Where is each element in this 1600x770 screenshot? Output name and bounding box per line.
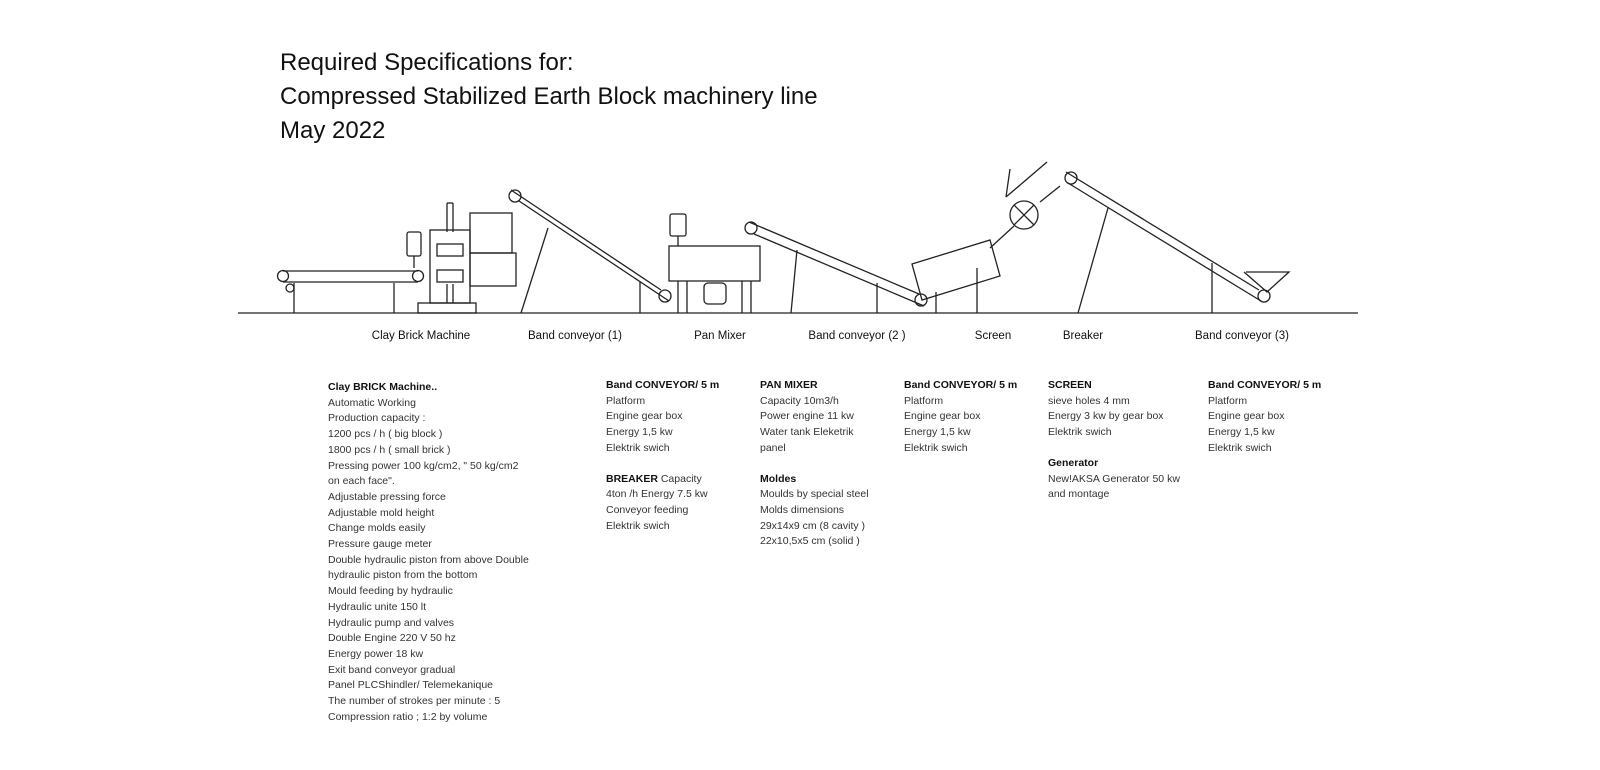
spec-line: 1200 pcs / h ( big block ) bbox=[328, 428, 443, 441]
spec-line: Platform bbox=[904, 394, 944, 407]
spec-heading-rest: Capacity bbox=[657, 472, 702, 485]
spec-line: Energy 3 kw by gear box bbox=[1048, 410, 1164, 423]
spec-line: Panel PLCShindler/ Telemekanique bbox=[328, 679, 493, 692]
spec-line: Elektrik swich bbox=[904, 441, 968, 454]
spec-line: 22x10,5x5 cm (solid ) bbox=[760, 535, 860, 548]
spec-line: Engine gear box bbox=[904, 410, 981, 423]
spec-line: New!AKSA Generator 50 kw bbox=[1048, 472, 1180, 485]
spec-heading: Band CONVEYOR/ 5 m bbox=[904, 379, 1018, 391]
spec-line: on each face". bbox=[328, 475, 395, 488]
spec-line: Energy 1,5 kw bbox=[904, 426, 971, 439]
spec-line: Hydraulic unite 150 lt bbox=[328, 600, 427, 613]
spec-line: Pressure gauge meter bbox=[328, 538, 432, 551]
machinery-line-diagram bbox=[238, 161, 1358, 314]
spec-line: Double Engine 220 V 50 hz bbox=[328, 632, 456, 645]
spec-line: Engine gear box bbox=[1208, 410, 1285, 423]
exit-conveyor bbox=[276, 269, 425, 313]
spec-line: Adjustable mold height bbox=[328, 506, 435, 519]
spec-line: Change molds easily bbox=[328, 522, 426, 535]
spec-line: Elektrik swich bbox=[606, 441, 670, 454]
pan-mixer bbox=[668, 213, 761, 313]
spec-line: The number of strokes per minute : 5 bbox=[328, 695, 501, 708]
spec-conveyor-2: Band CONVEYOR/ 5 m Platform Engine gear … bbox=[904, 378, 1017, 457]
spec-pan-mixer: PAN MIXER Capacity 10m3/h Power engine 1… bbox=[760, 378, 869, 550]
spec-line: Engine gear box bbox=[606, 410, 683, 423]
spec-heading: PAN MIXER bbox=[760, 379, 818, 391]
spec-line: Production capacity : bbox=[328, 412, 426, 425]
spec-line: Elektrik swich bbox=[1048, 426, 1112, 439]
spec-line: Water tank Eleketrik bbox=[760, 426, 854, 439]
spec-line: Platform bbox=[1208, 394, 1248, 407]
spec-line: Energy 1,5 kw bbox=[606, 426, 673, 439]
spec-line: hydraulic piston from the bottom bbox=[328, 569, 478, 582]
spec-conveyor-1: Band CONVEYOR/ 5 m Platform Engine gear … bbox=[606, 378, 719, 534]
document-title: Required Specifications for: Compressed … bbox=[280, 46, 818, 148]
label-clay-brick-machine: Clay Brick Machine bbox=[371, 330, 471, 342]
spec-line: Adjustable pressing force bbox=[328, 490, 446, 503]
spec-heading: Generator bbox=[1048, 456, 1099, 469]
spec-line: Power engine 11 kw bbox=[760, 410, 854, 423]
spec-line: 1800 pcs / h ( small brick ) bbox=[328, 443, 451, 456]
spec-line: sieve holes 4 mm bbox=[1048, 394, 1130, 407]
spec-line: Double hydraulic piston from above Doubl… bbox=[328, 553, 529, 566]
spec-line: Elektrik swich bbox=[606, 519, 670, 532]
band-conveyor-1 bbox=[508, 189, 672, 314]
spec-heading: Band CONVEYOR/ 5 m bbox=[606, 379, 720, 391]
spec-line: Elektrik swich bbox=[1208, 441, 1272, 454]
spec-line: Exit band conveyor gradual bbox=[328, 663, 456, 676]
spec-line: Energy power 18 kw bbox=[328, 647, 424, 660]
label-band-conveyor-1: Band conveyor (1) bbox=[528, 330, 622, 342]
breaker-machine bbox=[989, 161, 1061, 249]
spec-heading: BREAKER bbox=[606, 472, 658, 485]
spec-line: Energy 1,5 kw bbox=[1208, 426, 1275, 439]
spec-line: Automatic Working bbox=[328, 396, 416, 409]
spec-line: 4ton /h Energy 7.5 kw bbox=[606, 488, 708, 501]
label-breaker: Breaker bbox=[1062, 330, 1104, 342]
spec-heading: Moldes bbox=[760, 472, 797, 485]
spec-line: Pressing power 100 kg/cm2, " 50 kg/cm2 bbox=[328, 459, 519, 472]
spec-line: Mould feeding by hydraulic bbox=[328, 585, 453, 598]
spec-line: Conveyor feeding bbox=[606, 503, 689, 516]
title-line-3: May 2022 bbox=[280, 117, 386, 144]
spec-heading: Clay BRICK Machine.. bbox=[328, 381, 438, 393]
spec-line: and montage bbox=[1048, 488, 1110, 501]
spec-line: 29x14x9 cm (8 cavity ) bbox=[760, 519, 866, 532]
band-conveyor-3 bbox=[1064, 171, 1291, 314]
spec-heading: Band CONVEYOR/ 5 m bbox=[1208, 379, 1322, 391]
band-conveyor-2 bbox=[744, 221, 928, 314]
label-pan-mixer: Pan Mixer bbox=[694, 330, 746, 342]
spec-clay-brick-machine: Clay BRICK Machine.. Automatic Working P… bbox=[328, 380, 529, 725]
spec-conveyor-3: Band CONVEYOR/ 5 m Platform Engine gear … bbox=[1208, 378, 1321, 457]
spec-line: Capacity 10m3/h bbox=[760, 394, 839, 407]
label-band-conveyor-3: Band conveyor (3) bbox=[1195, 330, 1289, 342]
label-band-conveyor-2: Band conveyor (2 ) bbox=[808, 330, 906, 342]
title-line-2: Compressed Stabilized Earth Block machin… bbox=[280, 83, 818, 110]
breaker-spec-heading: BREAKER Capacity bbox=[606, 472, 719, 488]
clay-brick-machine bbox=[406, 202, 517, 314]
label-screen: Screen bbox=[974, 330, 1012, 342]
screen-machine bbox=[911, 239, 1001, 313]
spec-line: Compression ratio ; 1:2 by volume bbox=[328, 710, 488, 723]
spec-line: Moulds by special steel bbox=[760, 488, 869, 501]
spec-heading: SCREEN bbox=[1048, 379, 1092, 391]
spec-line: Hydraulic pump and valves bbox=[328, 616, 455, 629]
spec-line: Molds dimensions bbox=[760, 503, 845, 516]
spec-line: Platform bbox=[606, 394, 646, 407]
spec-line: panel bbox=[760, 441, 786, 454]
spec-screen: SCREEN sieve holes 4 mm Energy 3 kw by g… bbox=[1048, 378, 1180, 503]
title-line-1: Required Specifications for: bbox=[280, 49, 574, 76]
